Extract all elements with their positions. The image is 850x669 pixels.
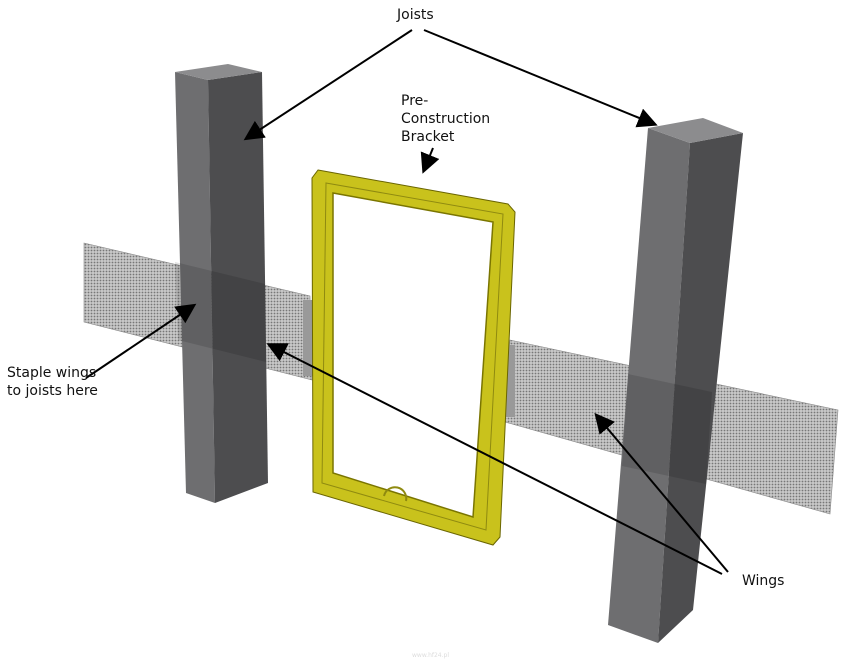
left-joist (175, 64, 268, 503)
wings-arrow-left (266, 343, 723, 575)
staple-arrow (85, 303, 197, 379)
joists-arrow-left (243, 29, 413, 141)
staple-label-line1: Staple wings (7, 365, 97, 381)
left-wing-overlap (175, 262, 266, 362)
joists-arrow-right (423, 29, 658, 128)
right-wing-tab (505, 345, 515, 417)
bracket-label-line3: Bracket (401, 129, 455, 145)
bracket-label-line2: Construction (401, 111, 491, 127)
watermark: www.hf24.pl (412, 652, 450, 659)
joists-label: Joists (397, 7, 434, 23)
pre-construction-bracket (311, 169, 516, 546)
left-wing-tab (303, 300, 313, 376)
right-wing-overlap (622, 374, 712, 484)
bracket-arrow (420, 147, 440, 174)
bracket-label: Pre- Construction Bracket (401, 92, 490, 146)
staple-label: Staple wings to joists here (7, 364, 98, 400)
bracket-label-line1: Pre- (401, 93, 429, 109)
wings-arrow-right (594, 412, 729, 573)
wings-label: Wings (742, 573, 785, 589)
staple-label-line2: to joists here (7, 383, 98, 399)
